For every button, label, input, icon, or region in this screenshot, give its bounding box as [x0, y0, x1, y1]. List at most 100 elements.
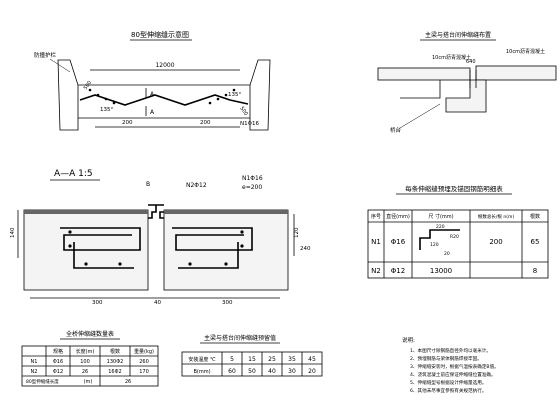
label-b: B — [146, 181, 150, 188]
rebar-h-len: 根数总长/根 n(m) — [478, 213, 514, 220]
rebar-n1-label: N1Φ16 — [240, 121, 259, 127]
dim-640: 640 — [466, 59, 476, 65]
rebar-h-count: 根数 — [530, 213, 540, 220]
abutment — [445, 79, 487, 113]
rebar-n1: N1Φ16 — [242, 175, 263, 182]
temp-r2-3: 30 — [288, 368, 296, 375]
angle-left: 135° — [100, 107, 113, 113]
note-line-6: 6、其他未尽事宜参照有关规范执行。 — [410, 387, 486, 394]
rebar-r1-len: 200 — [489, 238, 502, 246]
qty-h-len: 长度(m) — [76, 348, 95, 355]
temp-r1-2: 25 — [268, 356, 276, 363]
dim-300: 300 — [92, 300, 103, 306]
joint-plan-view: 80型伸缩缝示意图 防撞护栏 12000 135° 135° 500 500 A… — [34, 30, 271, 131]
note-line-1: 1、本图尺寸除钢筋直径外均以毫米计。 — [410, 347, 491, 354]
e-label: e=200 — [242, 184, 262, 191]
qty-table-title: 全桥伸缩缝数量表 — [66, 330, 114, 338]
dim-right: 500 — [238, 106, 248, 117]
dim-120: 120 — [294, 227, 300, 238]
left-girder — [377, 67, 471, 81]
guardrail-leader — [49, 58, 71, 73]
steel-joint — [148, 204, 164, 219]
shape-dim-220: 220 — [436, 224, 445, 230]
qty-r1-2: 100 — [80, 359, 90, 365]
right-asphalt-layer — [164, 210, 288, 214]
guardrail-label: 防撞护栏 — [34, 51, 57, 59]
girder-abutment-view: 主梁与搭台间伸缩缝布置 10cm沥青混凝土 10cm沥青混凝土 640 桥台 — [377, 31, 557, 134]
qty-r2-4: 170 — [139, 369, 149, 375]
rebar-r2-no: N2 — [371, 267, 381, 275]
rebar-r1-dia: Φ16 — [391, 238, 406, 246]
temp-r1-0: 5 — [230, 356, 234, 363]
note-line-3: 3、伸缩缝安装时，根据气温按表确定B值。 — [410, 363, 499, 370]
qty-h-count: 根数 — [110, 348, 120, 355]
qty-r2-3: 16Φ2 — [108, 369, 121, 375]
qty-r1-4: 260 — [139, 359, 149, 365]
spacing-right: 200 — [200, 120, 211, 126]
right-rebar-cage — [172, 227, 253, 269]
qty-r2-0: N2 — [31, 369, 38, 375]
temp-r2-2: 40 — [268, 368, 276, 375]
right-deck — [475, 65, 557, 81]
dim-40: 40 — [154, 300, 161, 306]
anchor-rebars — [88, 88, 236, 105]
qty-r2-2: 26 — [82, 369, 88, 375]
qty-h-spec: 规格 — [53, 348, 63, 355]
section-aa: A—A 1:5 B N2Φ12 N1Φ16 e=200 沥青 140 120 2… — [10, 169, 311, 306]
joint-gap — [469, 70, 477, 88]
temp-r2-4: 20 — [308, 368, 316, 375]
qty-r2-1: Φ12 — [53, 369, 63, 375]
rebar-shape — [419, 229, 460, 250]
qty-r1-3: 130Φ2 — [107, 359, 124, 365]
spacing-left: 200 — [122, 120, 133, 126]
joint-line — [79, 94, 249, 106]
qty-footer-label: 80型伸缩缝长度 — [26, 378, 59, 385]
rebar-table: 每条伸缩缝预埋及锚固钢筋明细表 序号 直径(mm) 尺 寸(mm) 根数总长/根… — [367, 184, 549, 279]
rebar-table-frame — [367, 209, 549, 279]
left-rebar-cage — [60, 227, 141, 269]
temp-r1-1: 15 — [248, 356, 256, 363]
notes-title: 说明: — [402, 336, 415, 344]
rebar-r2-count: 8 — [533, 267, 537, 275]
span-dim: 12000 — [155, 62, 174, 69]
temp-table-title: 主梁与搭台间伸缩缝预留值 — [204, 334, 276, 342]
rebar-r2-dia: Φ12 — [391, 267, 405, 275]
dim-140: 140 — [10, 227, 16, 238]
qty-footer-unit: (m) — [84, 379, 93, 385]
dim-300b: 300 — [222, 300, 233, 306]
girder-web — [400, 80, 441, 99]
rebar-r1-count: 65 — [531, 238, 540, 246]
temperature-table: 主梁与搭台间伸缩缝预留值 安装温度 ℃ B(mm) 5 15 25 35 45 … — [181, 334, 323, 377]
temp-r2-0: 60 — [228, 368, 236, 375]
rebar-h-no: 序号 — [371, 213, 381, 220]
temp-r2-1: 50 — [248, 368, 256, 375]
pier-leader — [399, 103, 441, 129]
note-line-4: 4、浇筑混凝土前应保证伸缩缝位置准确。 — [410, 371, 496, 378]
rebar-n2: N2Φ12 — [186, 182, 207, 189]
temp-row2-label: B(mm) — [193, 369, 210, 375]
asphalt-b: 10cm沥青混凝土 — [506, 48, 545, 55]
shape-dim-120: 120 — [430, 242, 439, 248]
qty-r1-0: N1 — [31, 359, 38, 365]
shape-dim-20: 20 — [444, 251, 450, 257]
rebar-dots — [68, 230, 244, 266]
left-asphalt-layer — [24, 210, 148, 214]
shape-dim-r20: R20 — [450, 234, 459, 240]
rebar-h-dia: 直径(mm) — [386, 213, 410, 220]
angle-right: 135° — [228, 92, 241, 98]
temp-r1-4: 45 — [308, 356, 316, 363]
rebar-h-size: 尺 寸(mm) — [428, 213, 453, 220]
quantity-table: 全桥伸缩缝数量表 规格 长度(m) 根数 重量(kg) N1 Φ16 100 1… — [21, 330, 159, 387]
temp-r1-3: 35 — [288, 356, 296, 363]
notes-block: 说明: 1、本图尺寸除钢筋直径外均以毫米计。 2、预埋钢筋与梁体钢筋焊接牢固。 … — [402, 336, 499, 394]
qty-h-weight: 重量(kg) — [134, 348, 154, 355]
temp-row1-label: 安装温度 ℃ — [188, 356, 216, 363]
section-title: A—A 1:5 — [54, 169, 93, 179]
dim-left: 500 — [83, 80, 93, 91]
right-guardrail — [249, 59, 271, 131]
note-line-2: 2、预埋钢筋与梁体钢筋焊接牢固。 — [410, 355, 482, 362]
section-mark-top: A — [150, 91, 155, 98]
note-line-5: 5、伸缩缝型号根据设计伸缩量选用。 — [410, 379, 486, 386]
qty-footer-value: 26 — [125, 379, 131, 385]
